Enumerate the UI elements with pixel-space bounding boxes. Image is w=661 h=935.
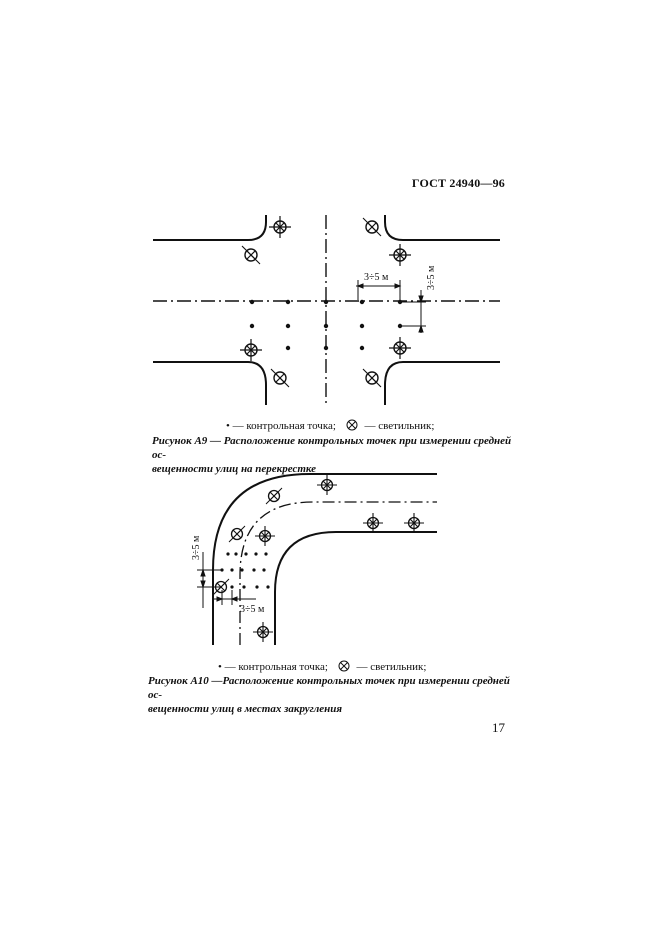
- dimension-horizontal-a9: [356, 280, 402, 300]
- legend-point-text: • — контрольная точка;: [218, 661, 328, 673]
- centerlines: [153, 215, 500, 407]
- dimension-label-horizontal: 3÷5 м: [364, 272, 389, 283]
- legend-point-text: • — контрольная точка;: [226, 420, 336, 432]
- control-point-icon: [359, 323, 365, 329]
- control-point-icon: [249, 299, 255, 305]
- control-point-icon: [249, 323, 255, 329]
- document-header: ГОСТ 24940—96: [411, 176, 505, 190]
- control-point-icon: [323, 345, 329, 351]
- caption-label: Рисунок А10 —: [148, 675, 223, 687]
- dimension-label-vertical: 3÷5 м: [426, 265, 437, 290]
- caption-line1: Расположение контрольных точек при измер…: [148, 675, 510, 701]
- road-edges: [153, 215, 500, 405]
- lamp-icon: [388, 243, 412, 267]
- lamp-icon: [268, 215, 292, 239]
- lamp-icon: [239, 338, 263, 362]
- lamp-icon: [346, 419, 358, 431]
- caption-a10: Рисунок А10 —Расположение контрольных то…: [148, 674, 513, 716]
- caption-line1: Расположение контрольных точек при измер…: [152, 435, 512, 461]
- control-points-a9: [249, 299, 403, 351]
- control-point-icon: [323, 323, 329, 329]
- legend-a9: • — контрольная точка; — светильник;: [226, 419, 434, 432]
- lamp-icon: [241, 245, 261, 265]
- legend-a10: • — контрольная точка; — светильник;: [218, 660, 426, 673]
- control-point-icon: [285, 323, 291, 329]
- control-point-icon: [359, 345, 365, 351]
- lamp-icon: [362, 217, 382, 237]
- control-point-icon: [323, 299, 329, 305]
- lamp-icon: [270, 368, 290, 388]
- lamp-icon: [362, 368, 382, 388]
- caption-a9: Рисунок А9 — Расположение контрольных то…: [152, 434, 512, 476]
- lamp-icon: [338, 660, 350, 672]
- caption-line2: вещенности улиц в местах закругления: [148, 703, 343, 715]
- page-number: 17: [492, 720, 505, 735]
- caption-line2: вещенности улиц на перекрестке: [152, 463, 317, 475]
- dimension-vertical-a9: [400, 290, 426, 333]
- legend-lamp-text: — светильник;: [364, 420, 435, 432]
- caption-label: Рисунок А9 —: [152, 435, 222, 447]
- lamp-icon: [388, 336, 412, 360]
- control-point-icon: [285, 345, 291, 351]
- legend-lamp-text: — светильник;: [356, 661, 427, 673]
- control-point-icon: [359, 299, 365, 305]
- control-point-icon: [285, 299, 291, 305]
